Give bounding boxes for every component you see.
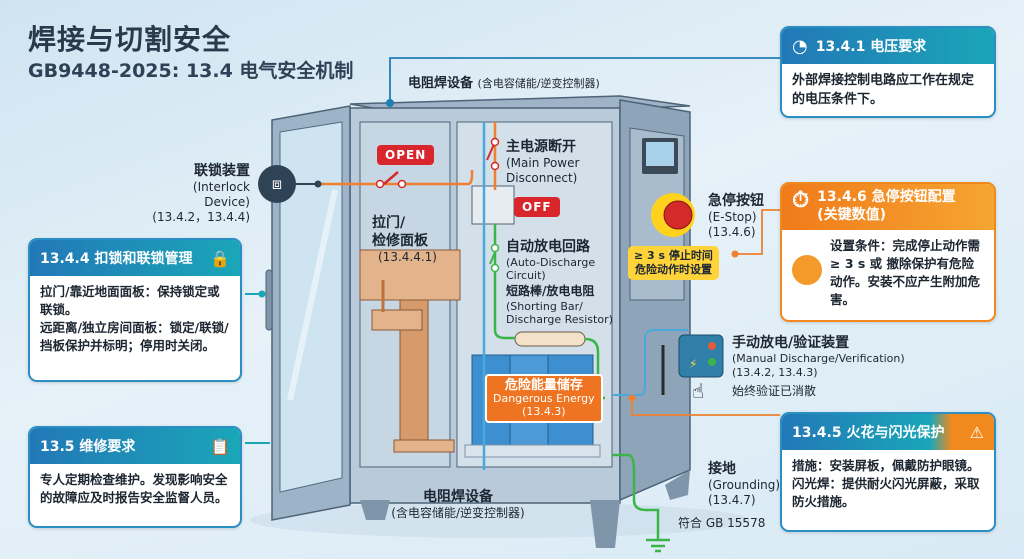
label-door-panel: 拉门/检修面板(13.4.4.1) xyxy=(372,214,437,265)
grounding-zh: 接地 xyxy=(708,461,736,477)
card-estop-config: ⏱ 13.4.6 急停按钮配置 (关键数值) 设置条件：完成停止动作需 ≥ 3 s … xyxy=(780,182,996,322)
grounding-en: (Grounding) xyxy=(708,478,781,492)
manual-discharge-zh: 手动放电/验证装置 xyxy=(732,335,850,351)
energy-ref: (13.4.3) xyxy=(522,405,566,418)
manual-discharge-note: 始终验证已消散 xyxy=(732,384,817,398)
interlock-en: (Interlock Device) xyxy=(192,180,250,209)
energy-en: Dangerous Energy xyxy=(493,392,595,405)
door-panel-ref: (13.4.4.1) xyxy=(378,250,437,264)
clipboard-wrench-icon: 📋 xyxy=(210,436,230,456)
auto-discharge-en2: Circuit) xyxy=(506,269,546,282)
estop-en: (E-Stop) xyxy=(708,210,757,224)
page-subtitle: GB9448-2025: 13.4 电气安全机制 xyxy=(28,60,354,82)
label-equipment-top: 电阻焊设备 (含电容储能/逆变控制器) xyxy=(408,76,600,91)
grounding-ref: (13.4.7) xyxy=(708,493,756,507)
main-power-en2: Disconnect) xyxy=(506,171,578,185)
shorting-bar-en2: Discharge Resistor) xyxy=(506,313,613,326)
card-maintenance-title: 13.5 维修要求 xyxy=(40,439,136,455)
card-spark-line1: 措施：安装屏板，佩戴防护眼镜。 xyxy=(792,458,980,473)
equipment-bottom-zh: 电阻焊设备 xyxy=(423,489,493,505)
card-estop-subtitle: (关键数值) xyxy=(817,207,886,223)
energy-zh: 危险能量储存 xyxy=(504,378,583,393)
main-power-zh: 主电源断开 xyxy=(506,139,576,155)
estop-time-box: ≥ 3 s 停止时间危险动作时设置 xyxy=(628,246,719,280)
shorting-bar-zh: 短路棒/放电电阻 xyxy=(506,284,595,298)
card-spark-title: 13.4.5 火花与闪光保护 xyxy=(792,425,945,441)
svg-text:⚡: ⚡ xyxy=(689,357,697,371)
label-grounding: 接地(Grounding)(13.4.7) xyxy=(708,460,780,508)
equipment-bottom-sub: (含电容储能/逆变控制器) xyxy=(391,506,525,520)
equipment-top-sub: (含电容储能/逆变控制器) xyxy=(477,77,600,90)
ground-icon xyxy=(646,538,670,553)
door-panel-zh1: 拉门/ xyxy=(372,215,406,231)
open-tag: OPEN xyxy=(377,145,435,165)
door-panel-zh2: 检修面板 xyxy=(372,233,428,249)
off-tag: OFF xyxy=(514,197,560,217)
card-lockout: 13.4.4 扣锁和联锁管理 🔒 拉门/靠近地面面板：保持锁定或联锁。远距离/独立… xyxy=(28,238,242,382)
estop-time-line1: ≥ 3 s 停止时间 xyxy=(634,249,713,262)
warning-goggles-icon: ⚠ xyxy=(969,422,984,442)
label-estop: 急停按钮(E-Stop)(13.4.6) xyxy=(708,192,764,240)
interlock-device-icon: ⧈ xyxy=(258,165,296,203)
auto-discharge-zh: 自动放电回路 xyxy=(506,239,590,255)
shorting-bar-en1: (Shorting Bar/ xyxy=(506,300,583,313)
auto-discharge-en1: (Auto-Discharge xyxy=(506,256,596,269)
discharge-device-icon xyxy=(678,334,724,378)
card-voltage: ◔ 13.4.1 电压要求 外部焊接控制电路应工作在规定的电压条件下。 xyxy=(780,26,996,118)
card-lockout-title: 13.4.4 扣锁和联锁管理 xyxy=(40,251,193,267)
card-voltage-title: 13.4.1 电压要求 xyxy=(815,39,927,55)
chain-lock-icon: 🔒 xyxy=(210,248,230,268)
card-voltage-body: 外部焊接控制电路应工作在规定的电压条件下。 xyxy=(792,73,975,107)
estop-zh: 急停按钮 xyxy=(708,193,764,209)
voltmeter-icon: ◔ xyxy=(792,35,808,57)
interlock-zh: 联锁装置 xyxy=(194,163,250,179)
interlock-ref: (13.4.2，13.4.4) xyxy=(152,210,250,224)
card-maintenance-body: 专人定期检查维护。发现影响安全的故障应及时报告安全监督人员。 xyxy=(40,472,228,505)
card-spark: 13.4.5 火花与闪光保护 ⚠ 措施：安装屏板，佩戴防护眼镜。闪光焊：提供耐火闪… xyxy=(780,412,996,532)
manual-discharge-en: (Manual Discharge/Verification) xyxy=(732,352,905,365)
card-estop-body: 设置条件：完成停止动作需 ≥ 3 s 或 撤除保护有危险动作。安装不应产生附加危… xyxy=(830,238,981,307)
page-title: 焊接与切割安全 xyxy=(28,23,232,56)
grounding-standard: 符合 GB 15578 xyxy=(678,516,766,530)
equipment-top-zh: 电阻焊设备 xyxy=(408,76,474,91)
manual-discharge-ref: (13.4.2, 13.4.3) xyxy=(732,366,818,379)
label-manual-discharge: 手动放电/验证装置(Manual Discharge/Verification)… xyxy=(732,334,905,402)
hand-pointer-icon: ☝ xyxy=(692,379,704,403)
estop-button-icon xyxy=(792,255,822,285)
card-maintenance: 13.5 维修要求 📋 专人定期检查维护。发现影响安全的故障应及时报告安全监督人员… xyxy=(28,426,242,528)
main-power-en1: (Main Power xyxy=(506,156,580,170)
card-lockout-line2: 远距离/独立房间面板：锁定/联锁/挡板保护并标明；停用时关闭。 xyxy=(40,320,229,353)
estop-ref: (13.4.6) xyxy=(708,225,756,239)
door-handle xyxy=(265,269,273,331)
card-estop-title: 13.4.6 急停按钮配置 xyxy=(817,189,956,205)
label-equipment-bottom: 电阻焊设备(含电容储能/逆变控制器) xyxy=(388,488,528,521)
label-interlock: 联锁装置(Interlock Device)(13.4.2，13.4.4) xyxy=(150,162,250,225)
card-spark-line2: 闪光焊：提供耐火闪光屏蔽，采取防火措施。 xyxy=(792,476,980,509)
estop-time-line2: 危险动作时设置 xyxy=(634,263,712,276)
card-lockout-line1: 拉门/靠近地面面板：保持锁定或联锁。 xyxy=(40,284,220,317)
stopwatch-icon: ⏱ xyxy=(792,188,810,213)
